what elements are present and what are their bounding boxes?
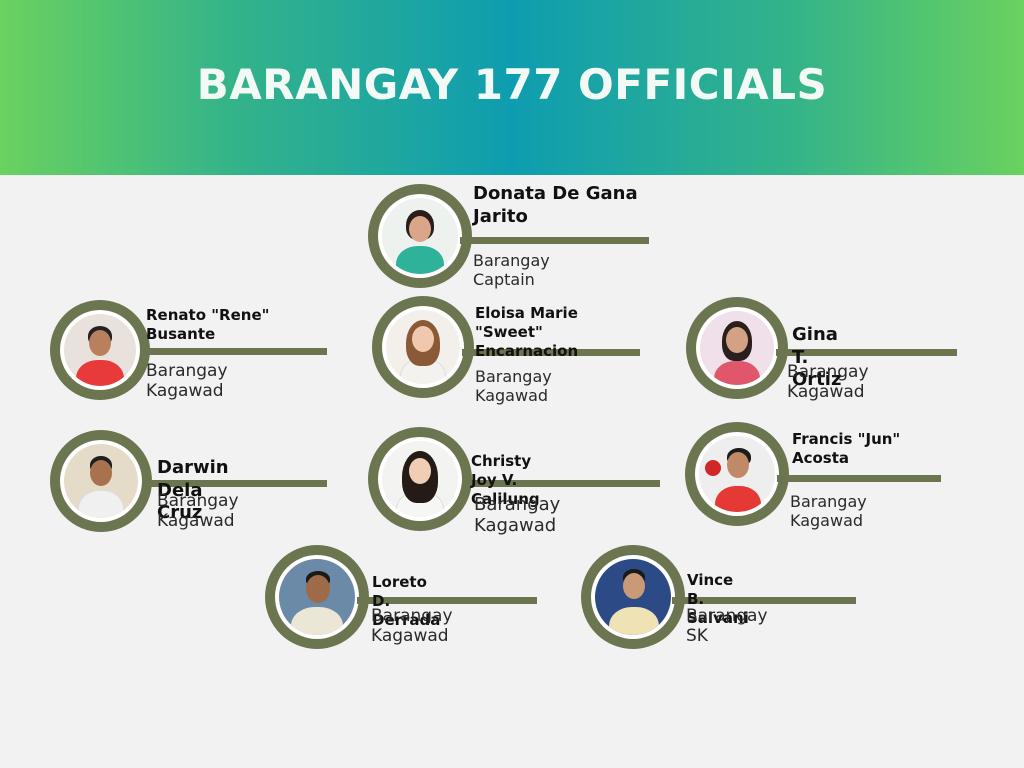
photo-ring — [372, 296, 474, 398]
photo-ring — [368, 427, 472, 531]
name-underline — [672, 597, 856, 604]
official-role: Barangay Kagawad — [790, 492, 867, 530]
official-role: Barangay Kagawad — [371, 606, 453, 646]
person-icon — [700, 311, 774, 385]
photo-frame — [60, 440, 142, 522]
name-underline — [142, 480, 327, 487]
photo-frame — [382, 306, 464, 388]
header-banner: BARANGAY 177 OFFICIALS — [0, 0, 1024, 175]
official-role: Barangay Captain — [473, 251, 550, 289]
name-underline — [776, 349, 957, 356]
person-icon — [386, 310, 460, 384]
photo-frame — [696, 307, 778, 389]
official-name: Christy Joy V. Calilung — [471, 452, 540, 508]
official-name: Gina T. Ortiz — [792, 324, 842, 390]
person-icon — [64, 444, 138, 518]
photo-frame — [378, 437, 462, 521]
person-icon — [595, 559, 671, 635]
name-underline — [462, 480, 660, 487]
person-icon — [382, 441, 458, 517]
photo-ring — [685, 422, 789, 526]
person-icon — [279, 559, 355, 635]
photo-ring — [686, 297, 788, 399]
page-title: BARANGAY 177 OFFICIALS — [196, 60, 828, 109]
official-name: Eloisa Marie "Sweet" Encarnacion — [475, 304, 579, 360]
name-underline — [460, 237, 649, 244]
person-icon — [64, 314, 136, 386]
name-underline — [462, 349, 640, 356]
photo-frame — [591, 555, 675, 639]
official-name: Donata De Gana Jarito — [473, 183, 638, 227]
photo-frame — [275, 555, 359, 639]
official-role: Barangay Kagawad — [787, 362, 869, 402]
official-name: Francis "Jun" Acosta — [792, 430, 901, 467]
official-name: Renato "Rene" Busante — [146, 306, 270, 343]
official-name: Loreto D. Derrada — [372, 573, 441, 629]
photo-ring — [265, 545, 369, 649]
photo-ring — [581, 545, 685, 649]
person-icon — [382, 198, 458, 274]
official-name: Vince B. Salvani — [687, 571, 749, 627]
name-underline — [777, 475, 941, 482]
photo-frame — [378, 194, 462, 278]
official-role: Barangay SK — [686, 606, 768, 646]
name-underline — [357, 597, 537, 604]
photo-ring — [368, 184, 472, 288]
photo-ring — [50, 300, 150, 400]
official-role: Barangay Kagawad — [157, 491, 239, 531]
official-name: Darwin Dela Cruz — [157, 457, 229, 523]
name-underline — [140, 348, 327, 355]
official-role: Barangay Kagawad — [475, 367, 552, 405]
person-icon — [699, 436, 775, 512]
photo-frame — [60, 310, 140, 390]
photo-ring — [50, 430, 152, 532]
photo-frame — [695, 432, 779, 516]
official-role: Barangay Kagawad — [146, 361, 228, 401]
official-role: Barangay Kagawad — [474, 494, 561, 536]
